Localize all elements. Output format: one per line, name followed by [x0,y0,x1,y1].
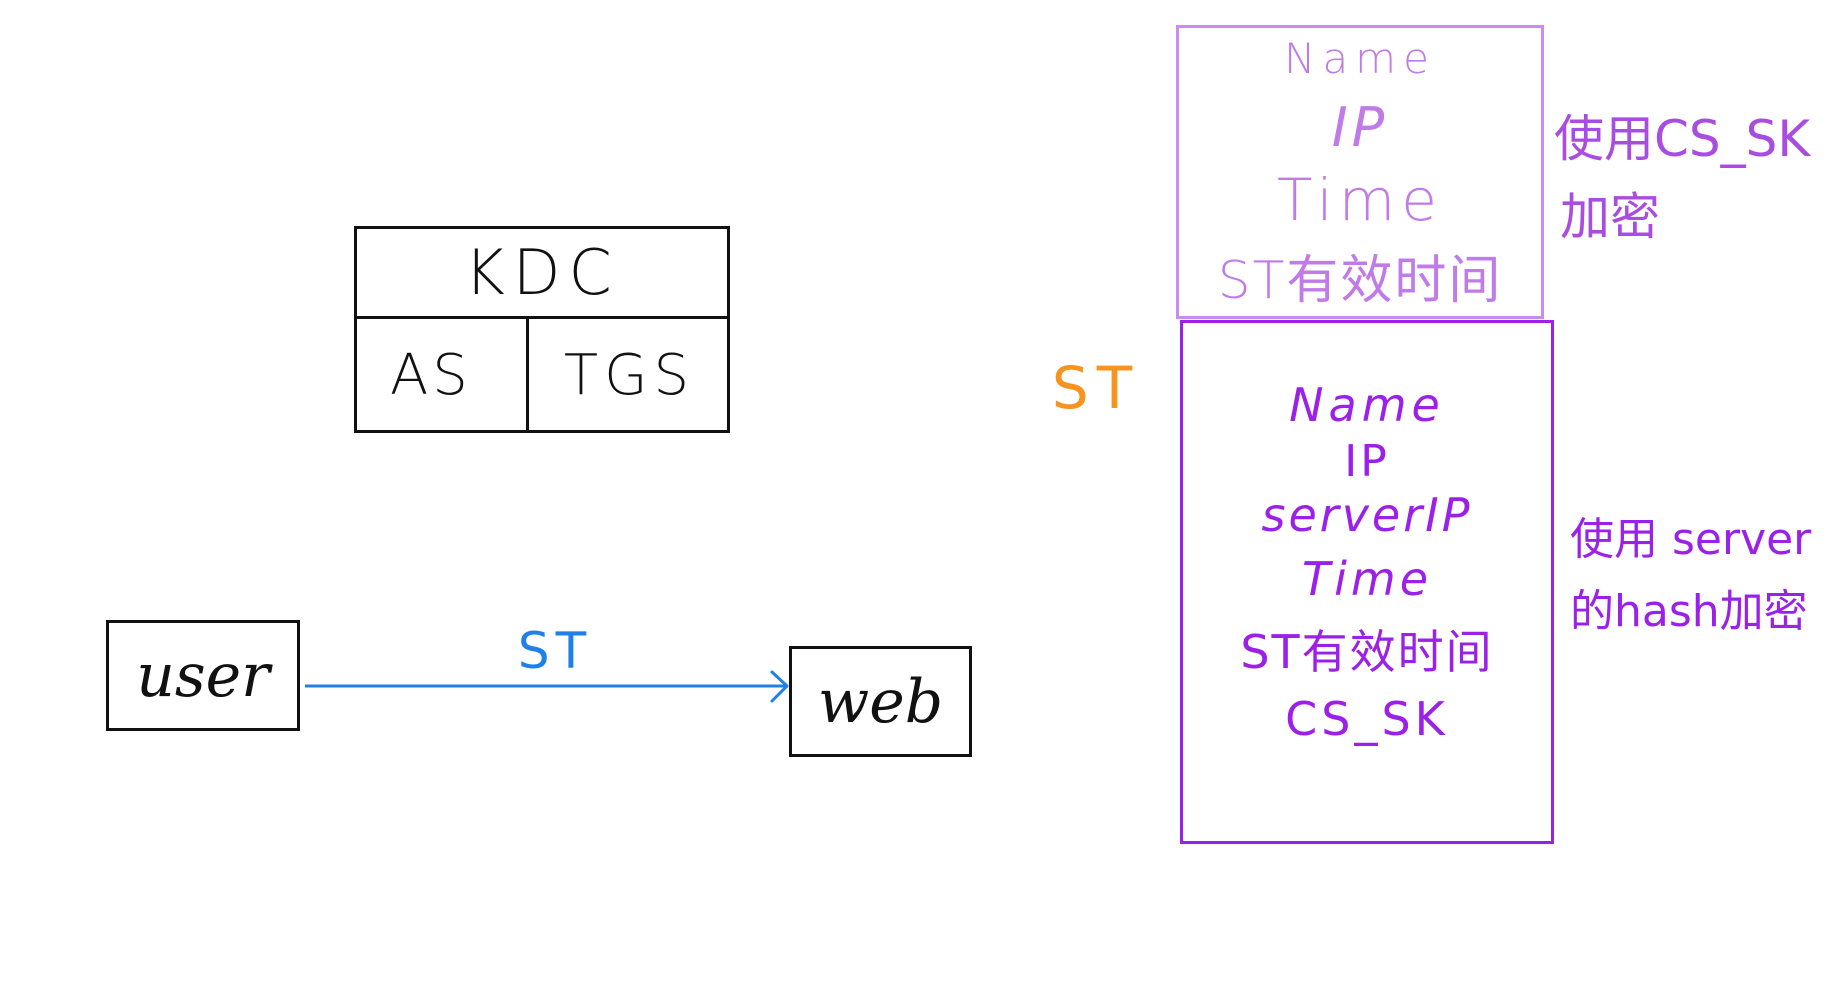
kdc-divider-vertical [526,316,529,433]
kdc-as-cell: AS [390,343,472,408]
kdc-divider-horizontal [354,316,730,319]
user-node: user [106,620,300,731]
lower-encryption-note: 使用 server 的hash加密 [1570,504,1841,648]
lower-field-server-ip: serverIP [1261,488,1473,542]
arrow-label: ST [517,622,593,680]
service-ticket-box [1180,320,1554,844]
upper-encryption-note: 使用CS_SK 加密 [1554,100,1841,256]
lower-note-line2: 的hash加密 [1570,586,1808,637]
st-ticket-label: ST [1051,354,1141,422]
upper-field-ip: IP [1331,96,1389,159]
lower-field-time: Time [1302,552,1432,606]
upper-field-st-validity: ST有效时间 [1217,251,1503,311]
upper-note-line2: 加密 [1560,188,1660,246]
lower-field-cs-sk: CS_SK [1285,692,1449,746]
arrow-head [770,670,789,703]
upper-field-name: Name [1284,34,1436,83]
upper-note-line1: 使用CS_SK [1554,110,1811,168]
lower-field-st-validity: ST有效时间 [1240,625,1494,679]
lower-note-line1: 使用 server [1570,514,1812,565]
encrypted-authenticator-box [1176,25,1544,319]
lower-field-name: Name [1289,378,1445,432]
web-node: web [789,646,972,757]
kdc-tgs-cell: TGS [563,343,696,408]
kdc-box [354,226,730,433]
kdc-title: KDC [464,235,620,309]
upper-field-time: Time [1277,166,1443,234]
lower-field-ip: IP [1344,436,1390,487]
